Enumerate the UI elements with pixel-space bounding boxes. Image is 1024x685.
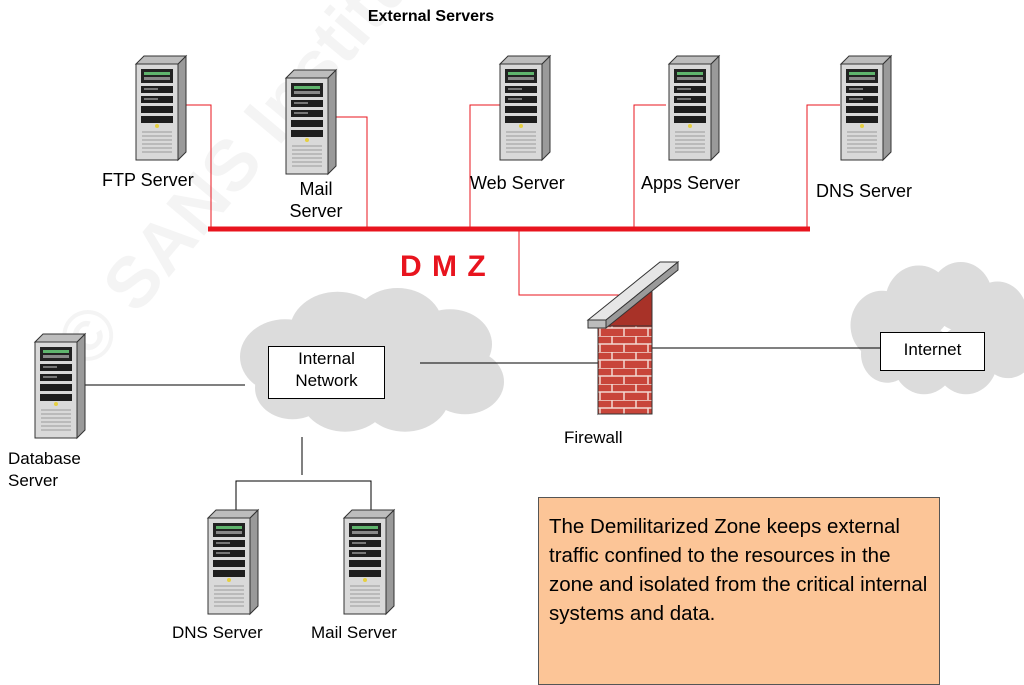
diagram-title: External Servers bbox=[367, 8, 495, 25]
dmz-description-note: The Demilitarized Zone keeps external tr… bbox=[538, 497, 940, 685]
apps-server-label: Apps Server bbox=[641, 173, 741, 193]
internet-label: Internet bbox=[880, 332, 985, 371]
dmz-drop-lines bbox=[185, 104, 840, 296]
ftp-server-icon bbox=[135, 55, 187, 161]
ftp-server-label: FTP Server bbox=[102, 170, 194, 190]
firewall-label: Firewall bbox=[564, 428, 623, 447]
network-lines bbox=[85, 347, 880, 515]
web-server-label: Web Server bbox=[470, 173, 565, 193]
internal-dns-server-icon bbox=[207, 509, 259, 615]
web-server-icon bbox=[499, 55, 551, 161]
dmz-label: D M Z bbox=[400, 250, 487, 283]
database-server-icon bbox=[34, 333, 86, 439]
internal-dns-server-label: DNS Server bbox=[172, 623, 263, 642]
internal-mail-server-label: Mail Server bbox=[311, 623, 397, 642]
internal-network-label: Internal Network bbox=[268, 346, 385, 399]
dns-server-icon bbox=[840, 55, 892, 161]
firewall-icon bbox=[586, 260, 680, 416]
internal-mail-server-icon bbox=[343, 509, 395, 615]
internet-cloud bbox=[850, 262, 1024, 395]
apps-server-icon bbox=[668, 55, 720, 161]
dns-server-label: DNS Server bbox=[816, 181, 913, 201]
mail-server-icon bbox=[285, 69, 337, 175]
mail-server-label: Mail Server bbox=[289, 179, 343, 221]
database-server-label: Database Server bbox=[8, 449, 81, 490]
